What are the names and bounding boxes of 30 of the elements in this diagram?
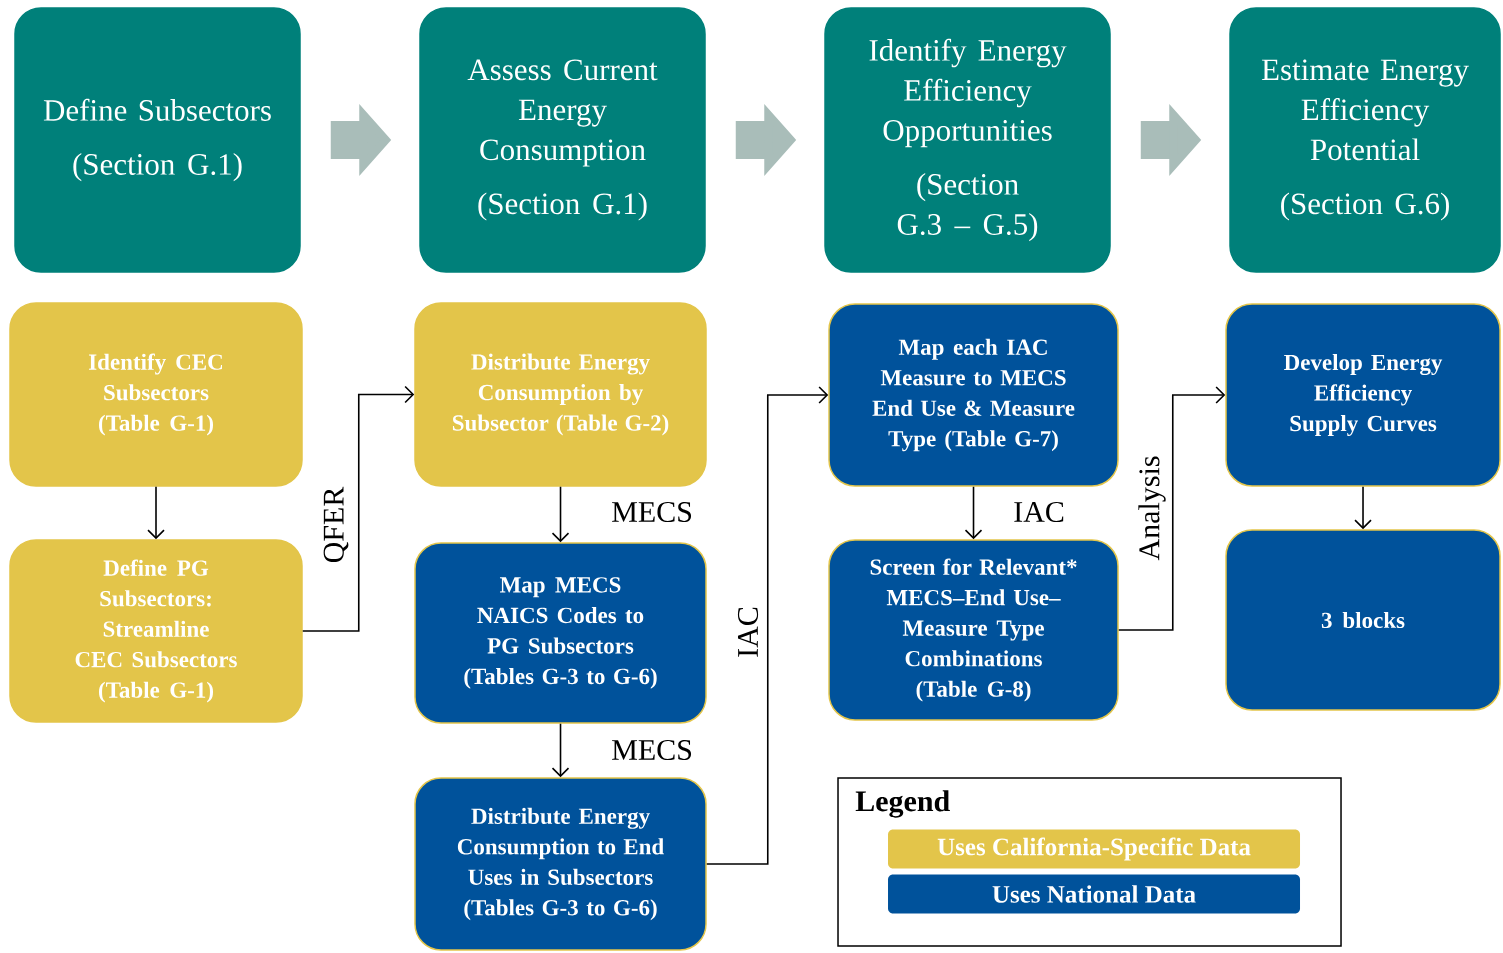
arrow: [1117, 386, 1226, 631]
process-box: Develop Energy Efficiency Supply Curves: [1225, 303, 1501, 487]
legend-title: Legend: [855, 790, 950, 818]
arrow: [147, 485, 165, 540]
process-step-box: Define Subsectors (Section G.1): [14, 7, 301, 273]
process-box: Map MECS NAICS Codes to PG Subsectors (Tables G-3 to G-6): [414, 542, 707, 724]
process-step-box: Assess Current Energy Consumption (Section G.1): [419, 7, 706, 273]
process-box: 3 blocks: [1225, 529, 1501, 711]
arrow: [1354, 485, 1372, 530]
arrow: [551, 722, 570, 778]
edge-label: Analysis: [1137, 454, 1167, 562]
edge-label: IAC: [736, 605, 760, 659]
process-box: Map each IAC Measure to MECS End Use & Measure Type (Table G-7): [828, 303, 1119, 487]
edge-label: MECS: [610, 500, 694, 524]
edge-label: MECS: [610, 738, 694, 762]
arrow: [964, 485, 983, 540]
arrow: [301, 385, 415, 632]
process-step-box: Identify Energy Efficiency Opportunities (Section G.3 – G.5): [824, 7, 1111, 273]
edge-label: QFER: [322, 485, 350, 565]
legend-item: Uses California-Specific Data: [888, 829, 1300, 869]
legend-item: Uses National Data: [888, 874, 1300, 914]
process-step-box: Estimate Energy Efficiency Potential (Section G.6): [1229, 7, 1501, 273]
arrow: [551, 485, 570, 543]
process-box: Screen for Relevant* MECS–End Use–Measure Type Combinations (Table G-8): [828, 539, 1119, 721]
process-box: Identify CEC Subsectors (Table G-1): [9, 302, 303, 487]
arrow: [705, 386, 829, 865]
edge-label: IAC: [1012, 500, 1066, 524]
process-box: Distribute Energy Consumption to End Uses in Subsectors (Tables G-3 to G-6): [414, 777, 707, 951]
process-box: Define PG Subsectors: Streamline CEC Subsectors (Table G-1): [9, 539, 303, 723]
process-box: Distribute Energy Consumption by Subsector (Table G-2): [414, 302, 707, 487]
